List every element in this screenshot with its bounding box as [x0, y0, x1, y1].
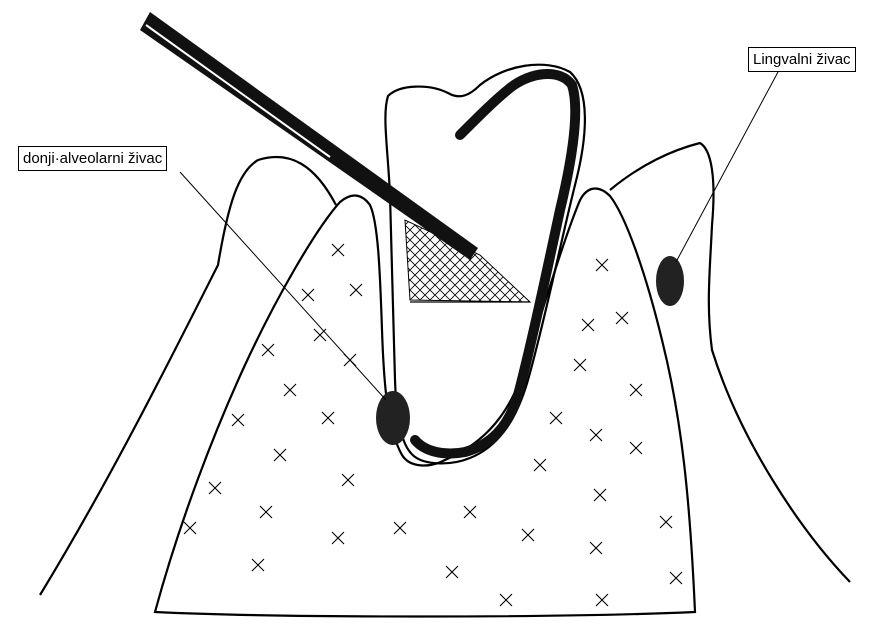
cross-mark-icon — [670, 572, 682, 584]
cross-mark-icon — [590, 429, 602, 441]
cross-mark-icon — [522, 529, 534, 541]
cross-mark-icon — [464, 506, 476, 518]
anesthetic-zone — [405, 220, 530, 302]
cross-mark-icon — [232, 414, 244, 426]
cross-mark-icon — [630, 442, 642, 454]
lingual-nerve-label: Lingvalni živac — [748, 47, 856, 72]
cross-mark-icon — [596, 259, 608, 271]
cross-mark-icon — [630, 384, 642, 396]
inferior-alveolar-nerve-label: donji·alveolarni živac — [18, 146, 167, 171]
cross-mark-icon — [616, 312, 628, 324]
cross-mark-icon — [184, 522, 196, 534]
cross-mark-icon — [322, 412, 334, 424]
cross-mark-icon — [260, 506, 272, 518]
gum-tissue-outline — [40, 143, 850, 595]
cross-mark-icon — [660, 516, 672, 528]
cross-mark-icon — [262, 344, 274, 356]
cross-mark-icon — [314, 329, 326, 341]
cross-mark-icon — [284, 384, 296, 396]
cross-mark-icon — [596, 594, 608, 606]
cross-mark-icon — [332, 244, 344, 256]
cross-mark-icon — [252, 559, 264, 571]
cross-mark-icon — [534, 459, 546, 471]
cross-mark-icon — [332, 532, 344, 544]
lingual-nerve-leader-line — [676, 72, 778, 262]
cross-mark-icon — [350, 284, 362, 296]
cross-mark-icon — [394, 522, 406, 534]
cross-mark-icon — [209, 482, 221, 494]
cross-mark-icon — [446, 566, 458, 578]
cross-mark-icon — [574, 359, 586, 371]
cross-mark-icon — [582, 319, 594, 331]
lingual-nerve-icon — [656, 256, 684, 306]
cross-mark-icon — [274, 449, 286, 461]
cross-mark-icon — [590, 542, 602, 554]
cross-mark-icon — [344, 354, 356, 366]
cross-mark-icon — [500, 594, 512, 606]
cross-mark-icon — [594, 489, 606, 501]
cross-mark-icon — [550, 412, 562, 424]
inferior-alveolar-nerve-icon — [376, 391, 410, 445]
needle-icon — [140, 12, 478, 260]
cross-mark-icon — [342, 474, 354, 486]
cross-mark-icon — [302, 289, 314, 301]
